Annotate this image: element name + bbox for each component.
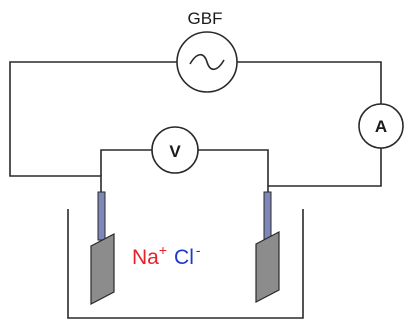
wire-generator-right — [237, 61, 382, 104]
cation-symbol: Na — [132, 246, 159, 269]
wire-ammeter-right-electrode — [267, 148, 382, 192]
left-electrode-rod — [97, 191, 106, 241]
right-electrode-rod — [263, 191, 272, 241]
voltmeter-label: V — [169, 142, 181, 161]
voltmeter: V — [151, 126, 199, 174]
anion-symbol: Cl — [174, 246, 194, 269]
ammeter: A — [358, 103, 404, 149]
voltmeter-circle — [151, 126, 199, 174]
right-electrode-plate — [255, 231, 280, 303]
wire-voltmeter-right — [198, 149, 269, 186]
left-electrode-plate — [90, 233, 115, 305]
right-electrode — [255, 191, 280, 303]
cation-charge: + — [159, 242, 167, 258]
ion-label: Na+ Cl- — [132, 242, 201, 269]
anion-charge: - — [196, 242, 201, 258]
wire-generator-left — [9, 61, 177, 192]
wire-voltmeter-left — [100, 149, 152, 176]
ammeter-label: A — [375, 117, 387, 136]
beaker — [67, 209, 304, 319]
generator-label: GBF — [188, 9, 223, 28]
sine-wave-icon — [189, 53, 225, 71]
ammeter-circle — [358, 103, 404, 149]
function-generator: GBF — [176, 9, 238, 93]
left-electrode — [90, 191, 115, 305]
